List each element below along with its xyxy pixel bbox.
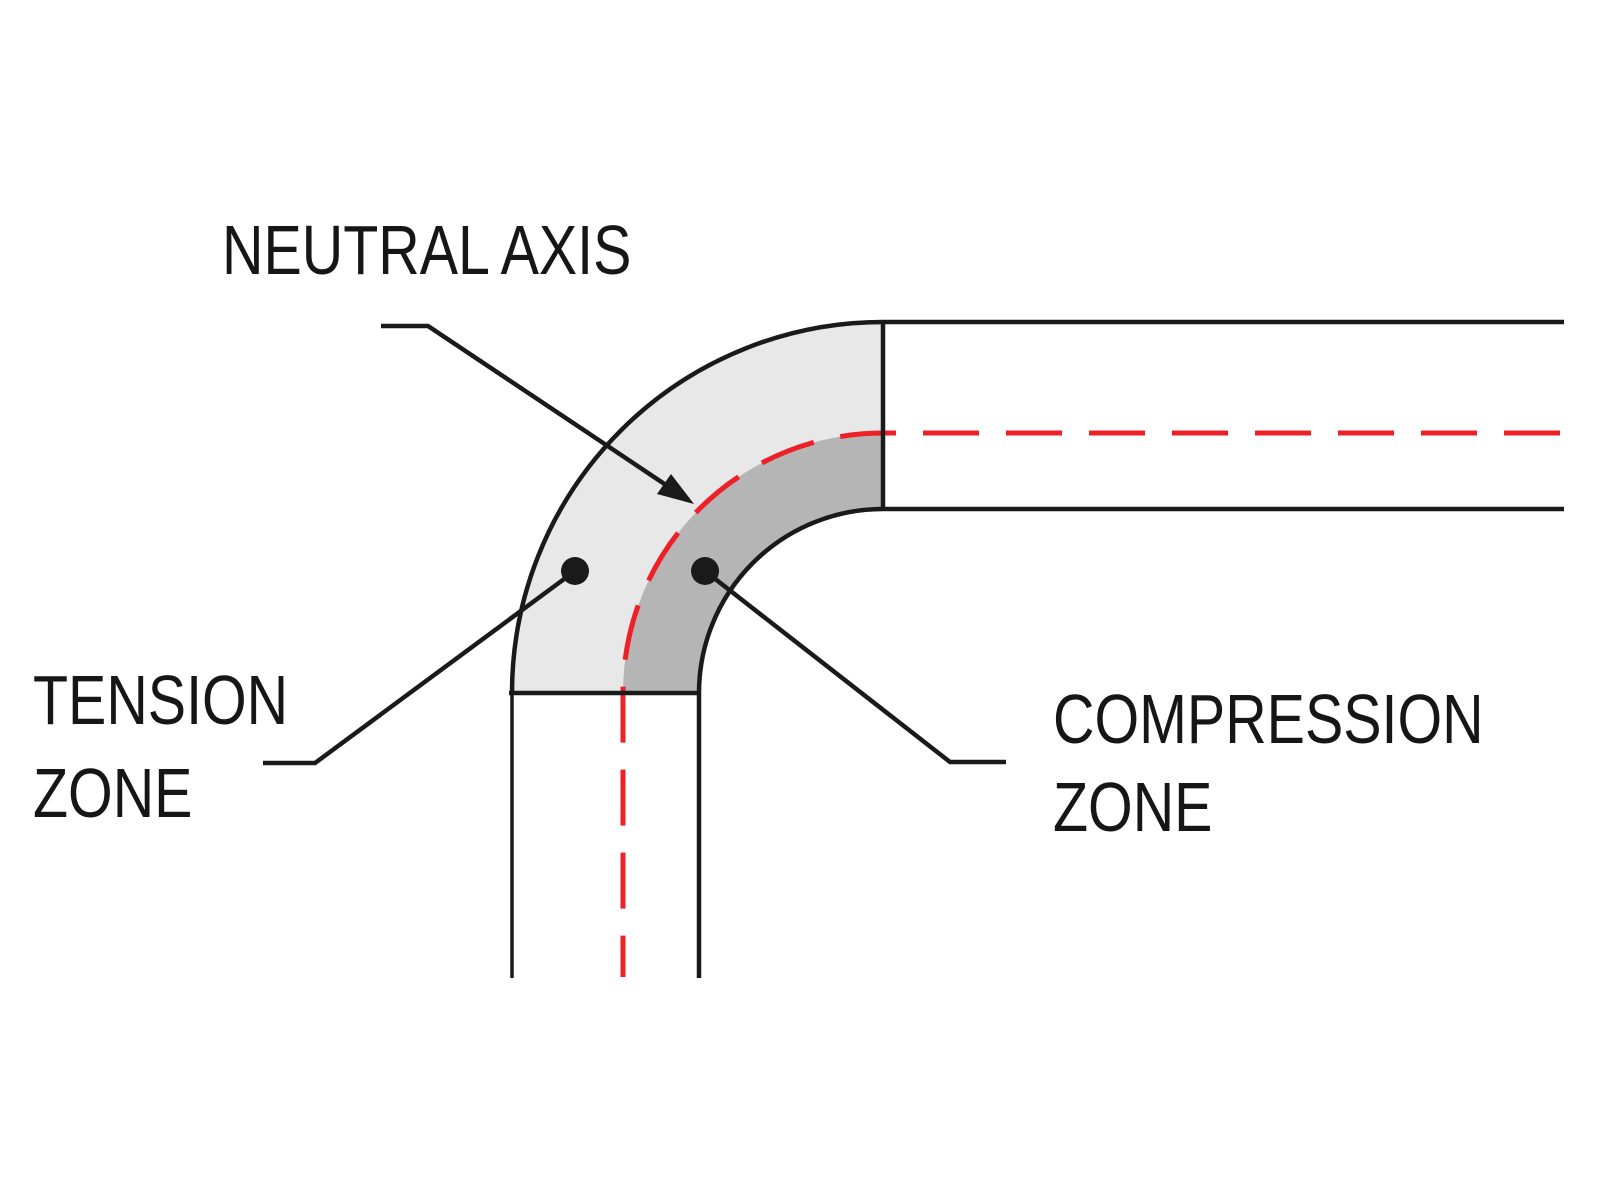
compression-zone-dot-icon (691, 557, 719, 585)
compression-zone-label-line2: ZONE (1053, 768, 1213, 846)
bend-inner-arc (696, 506, 884, 694)
neutral-axis-leader-line (381, 323, 668, 487)
bend-outer-arc (509, 319, 884, 694)
compression-zone-fill (623, 433, 883, 693)
neutral-axis-label: NEUTRAL AXIS (222, 211, 632, 289)
arrowhead-icon (657, 474, 694, 504)
tension-zone-label-line2: ZONE (33, 754, 193, 832)
neutral-axis-dashed-line (620, 430, 1560, 977)
tension-zone-leader-line (263, 569, 577, 766)
tension-zone-label: TENSION ZONE (33, 654, 288, 840)
compression-zone-label-line1: COMPRESSION (1053, 680, 1484, 758)
compression-zone-label: COMPRESSION ZONE (1053, 675, 1484, 851)
compression-zone-leader-line (703, 569, 1006, 765)
tension-zone-label-line1: TENSION (33, 661, 289, 739)
tension-zone-dot-icon (561, 557, 589, 585)
